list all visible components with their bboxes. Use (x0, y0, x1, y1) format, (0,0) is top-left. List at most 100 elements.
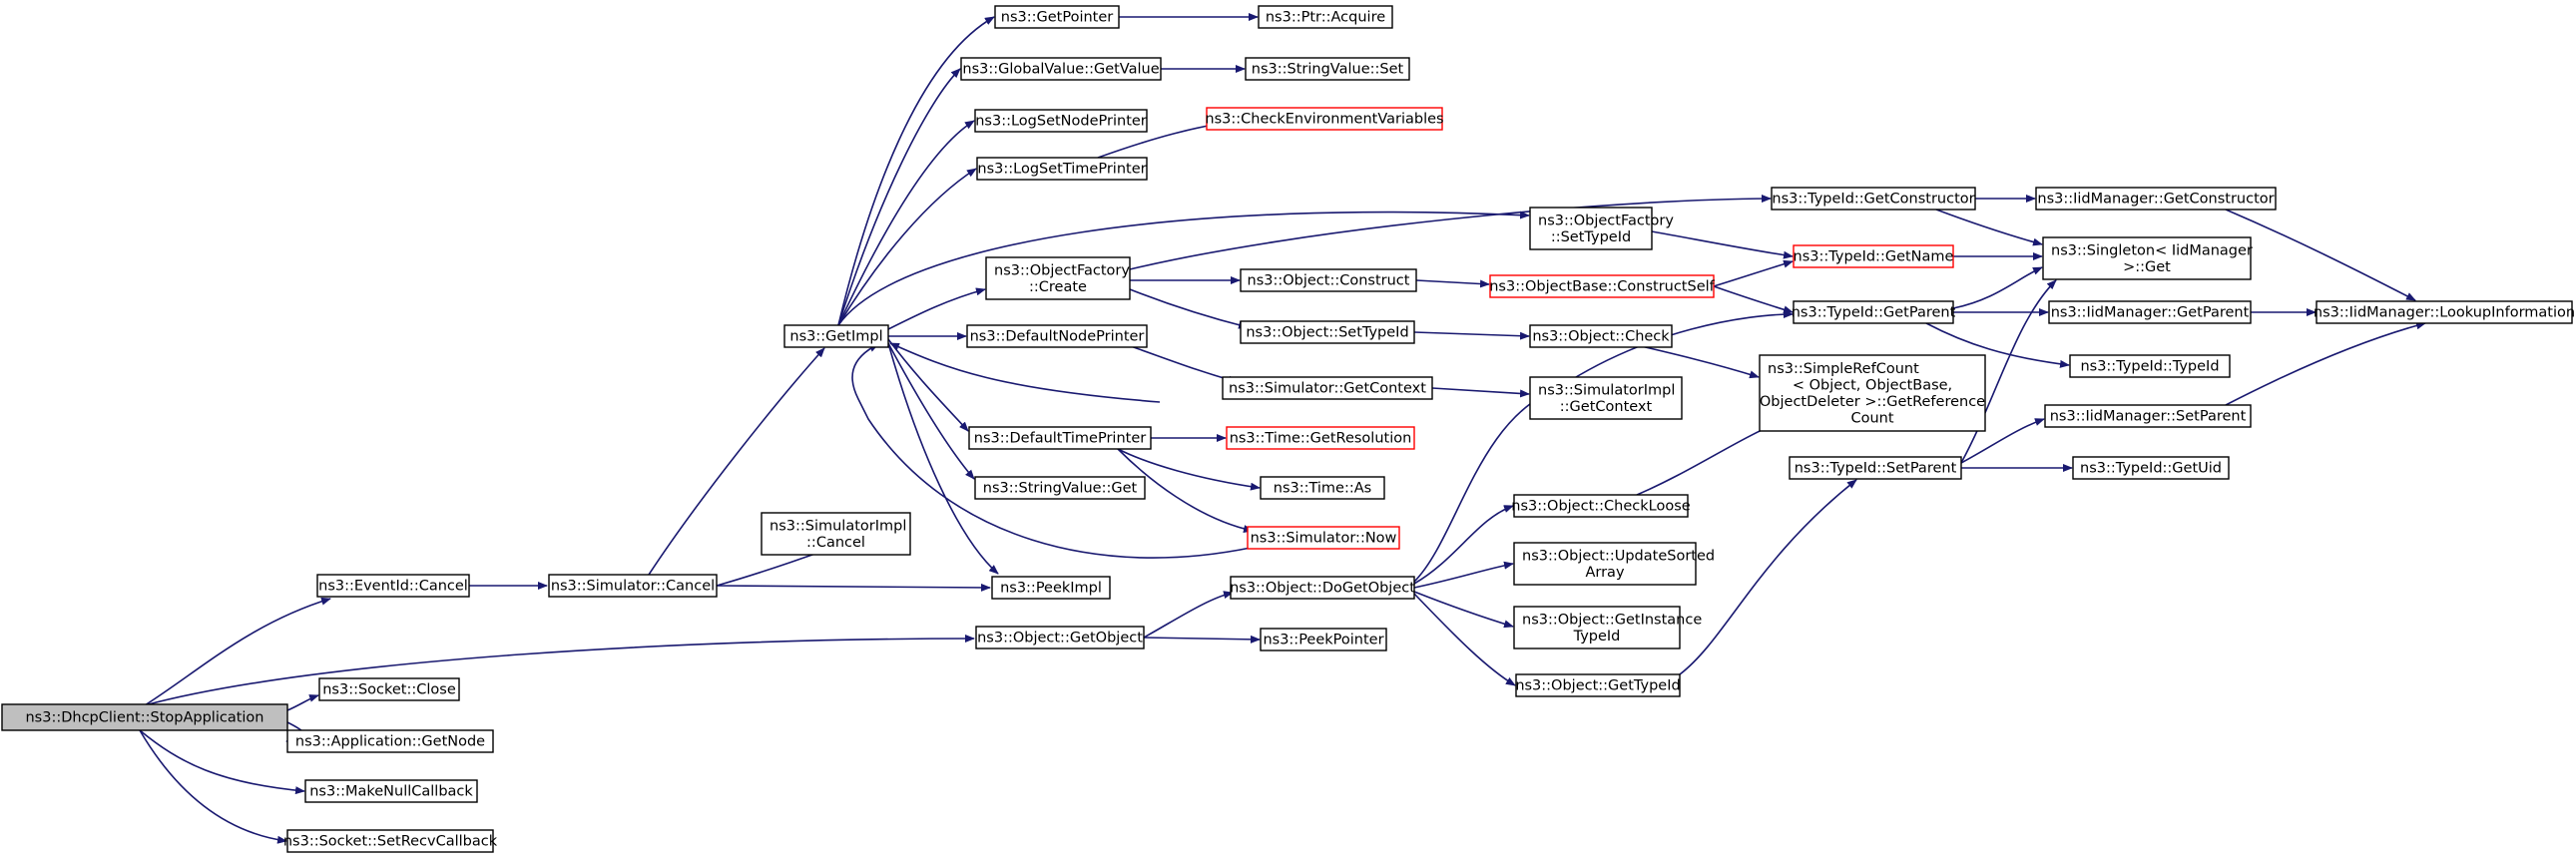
node-box (304, 779, 478, 803)
call-edge (144, 635, 975, 706)
function-node[interactable]: ns3::ObjectFactory::Create (985, 256, 1131, 300)
call-edge (837, 120, 975, 326)
function-node[interactable]: ns3::Singleton< IidManager>::Get (2042, 236, 2253, 280)
node-label: ns3::PeekPointer (1263, 633, 1383, 648)
call-edge (1960, 279, 2057, 464)
node-box (286, 829, 494, 853)
function-node[interactable]: ns3::Object::GetObject (975, 626, 1145, 649)
node-label: ns3::GetPointer (1001, 10, 1114, 26)
node-label: ns3::PeekImpl (1000, 581, 1102, 597)
node-label: ns3::Object::DoGetObject (1230, 581, 1415, 597)
node-label: ns3::GlobalValue::GetValue (962, 62, 1159, 78)
function-node[interactable]: ns3::Object::SetTypeId (1240, 320, 1415, 344)
function-node[interactable]: ns3::StringValue::Set (1245, 57, 1410, 81)
node-label: ns3::Object::GetObject (977, 631, 1143, 646)
function-node[interactable]: ns3::TypeId::GetName (1793, 244, 1954, 268)
node-box (976, 157, 1148, 181)
node-label: ns3::Object::Construct (1248, 273, 1410, 289)
node-label: ns3::Socket::Close (322, 682, 456, 698)
function-node[interactable]: ns3::ObjectFactory::SetTypeId (1529, 207, 1674, 250)
node-label: ns3::IidManager::LookupInformation (2314, 305, 2575, 321)
node-box (761, 512, 911, 556)
function-node[interactable]: ns3::Ptr::Acquire (1258, 5, 1393, 29)
call-edge (851, 343, 1252, 559)
node-box (1206, 107, 1443, 131)
call-edge (1413, 331, 1530, 340)
node-label: ns3::Object::UpdateSorted (1522, 548, 1715, 564)
call-edge (1143, 635, 1261, 644)
function-node[interactable]: ns3::Socket::SetRecvCallback (283, 829, 498, 853)
function-node[interactable]: ns3::Application::GetNode (286, 729, 494, 753)
function-node[interactable]: ns3::Simulator::Cancel (548, 574, 718, 598)
function-node[interactable]: ns3::IidManager::GetConstructor (2035, 187, 2277, 211)
node-box (1793, 244, 1954, 268)
function-node[interactable]: ns3::Object::DoGetObject (1230, 576, 1415, 600)
function-node[interactable]: ns3::SimpleRefCount< Object, ObjectBase,… (1759, 354, 1986, 432)
node-label: ns3::StringValue::Get (983, 481, 1138, 497)
function-node[interactable]: ns3::MakeNullCallback (304, 779, 478, 803)
call-edge (1431, 387, 1530, 398)
call-edge (1952, 266, 2043, 309)
function-node[interactable]: ns3::LogSetTimePrinter (976, 157, 1148, 181)
function-node[interactable]: ns3::PeekImpl (991, 576, 1111, 600)
call-edge (837, 168, 977, 326)
function-node[interactable]: ns3::Time::GetResolution (1226, 426, 1415, 450)
function-node[interactable]: ns3::Object::Construct (1240, 268, 1417, 292)
function-node[interactable]: ns3::IidManager::GetParent (2048, 300, 2252, 324)
function-node[interactable]: ns3::GetImpl (783, 324, 889, 348)
function-node[interactable]: ns3::EventId::Cancel (316, 574, 470, 598)
call-edge (144, 597, 331, 706)
node-label: ns3::IidManager::GetConstructor (2037, 192, 2274, 208)
call-edge (1713, 285, 1794, 314)
function-node[interactable]: ns3::Time::As (1260, 476, 1385, 500)
function-node[interactable]: ns3::TypeId::GetParent (1792, 300, 1956, 324)
function-node[interactable]: ns3::TypeId::GetConstructor (1771, 187, 1976, 211)
function-node[interactable]: ns3::Simulator::Now (1247, 526, 1400, 550)
function-node[interactable]: ns3::CheckEnvironmentVariables (1205, 107, 1444, 131)
node-label: ::Create (1029, 279, 1087, 295)
call-edge (887, 342, 975, 480)
function-node[interactable]: ns3::DefaultTimePrinter (968, 426, 1152, 450)
function-node[interactable]: ns3::TypeId::TypeId (2069, 354, 2231, 378)
node-box (994, 5, 1120, 29)
function-node[interactable]: ns3::StringValue::Get (974, 476, 1146, 500)
function-node[interactable]: ns3::SimulatorImpl::GetContext (1529, 376, 1683, 420)
function-node[interactable]: ns3::LogSetNodePrinter (974, 109, 1148, 133)
node-label: ns3::ObjectFactory (1538, 213, 1674, 228)
function-node[interactable]: ns3::ObjectBase::ConstructSelf (1489, 274, 1716, 298)
function-node[interactable]: ns3::Object::CheckLoose (1511, 494, 1691, 518)
node-label: ns3::IidManager::GetParent (2051, 305, 2250, 321)
function-node[interactable]: ns3::DefaultNodePrinter (966, 324, 1148, 348)
function-node[interactable]: ns3::IidManager::SetParent (2044, 404, 2252, 428)
function-node[interactable]: ns3::PeekPointer (1260, 628, 1387, 651)
call-edge (1925, 322, 2070, 368)
node-label: ns3::LogSetTimePrinter (977, 162, 1146, 178)
node-box (975, 626, 1145, 649)
function-node[interactable]: ns3::Simulator::GetContext (1222, 376, 1433, 400)
function-node[interactable]: ns3::SimulatorImpl::Cancel (761, 512, 911, 556)
function-node[interactable]: ns3::TypeId::SetParent (1789, 456, 1962, 480)
function-node[interactable]: ns3::GlobalValue::GetValue (960, 57, 1162, 81)
node-box (1, 703, 288, 731)
call-edge (1413, 505, 1514, 585)
function-node[interactable]: ns3::Socket::Close (318, 677, 460, 701)
node-label: ns3::ObjectBase::ConstructSelf (1489, 279, 1715, 295)
node-label: ::Cancel (806, 535, 865, 551)
function-node[interactable]: ns3::Object::GetTypeId (1515, 673, 1681, 697)
node-label: ns3::Ptr::Acquire (1266, 10, 1385, 26)
function-node[interactable]: ns3::IidManager::LookupInformation (2314, 300, 2575, 324)
call-edge (1117, 448, 1254, 533)
node-box (1258, 5, 1393, 29)
node-label: ns3::TypeId::SetParent (1795, 461, 1957, 477)
function-node[interactable]: ns3::TypeId::GetUid (2072, 456, 2230, 480)
call-edge (837, 68, 961, 326)
call-edge (1129, 195, 1772, 270)
function-node[interactable]: ns3::GetPointer (994, 5, 1120, 29)
node-label: ns3::Time::As (1274, 481, 1371, 497)
node-label: ns3::Object::CheckLoose (1511, 499, 1690, 515)
call-edge (1413, 591, 1514, 629)
function-node[interactable]: ns3::Object::Check (1529, 324, 1673, 348)
node-box (1793, 300, 1954, 324)
